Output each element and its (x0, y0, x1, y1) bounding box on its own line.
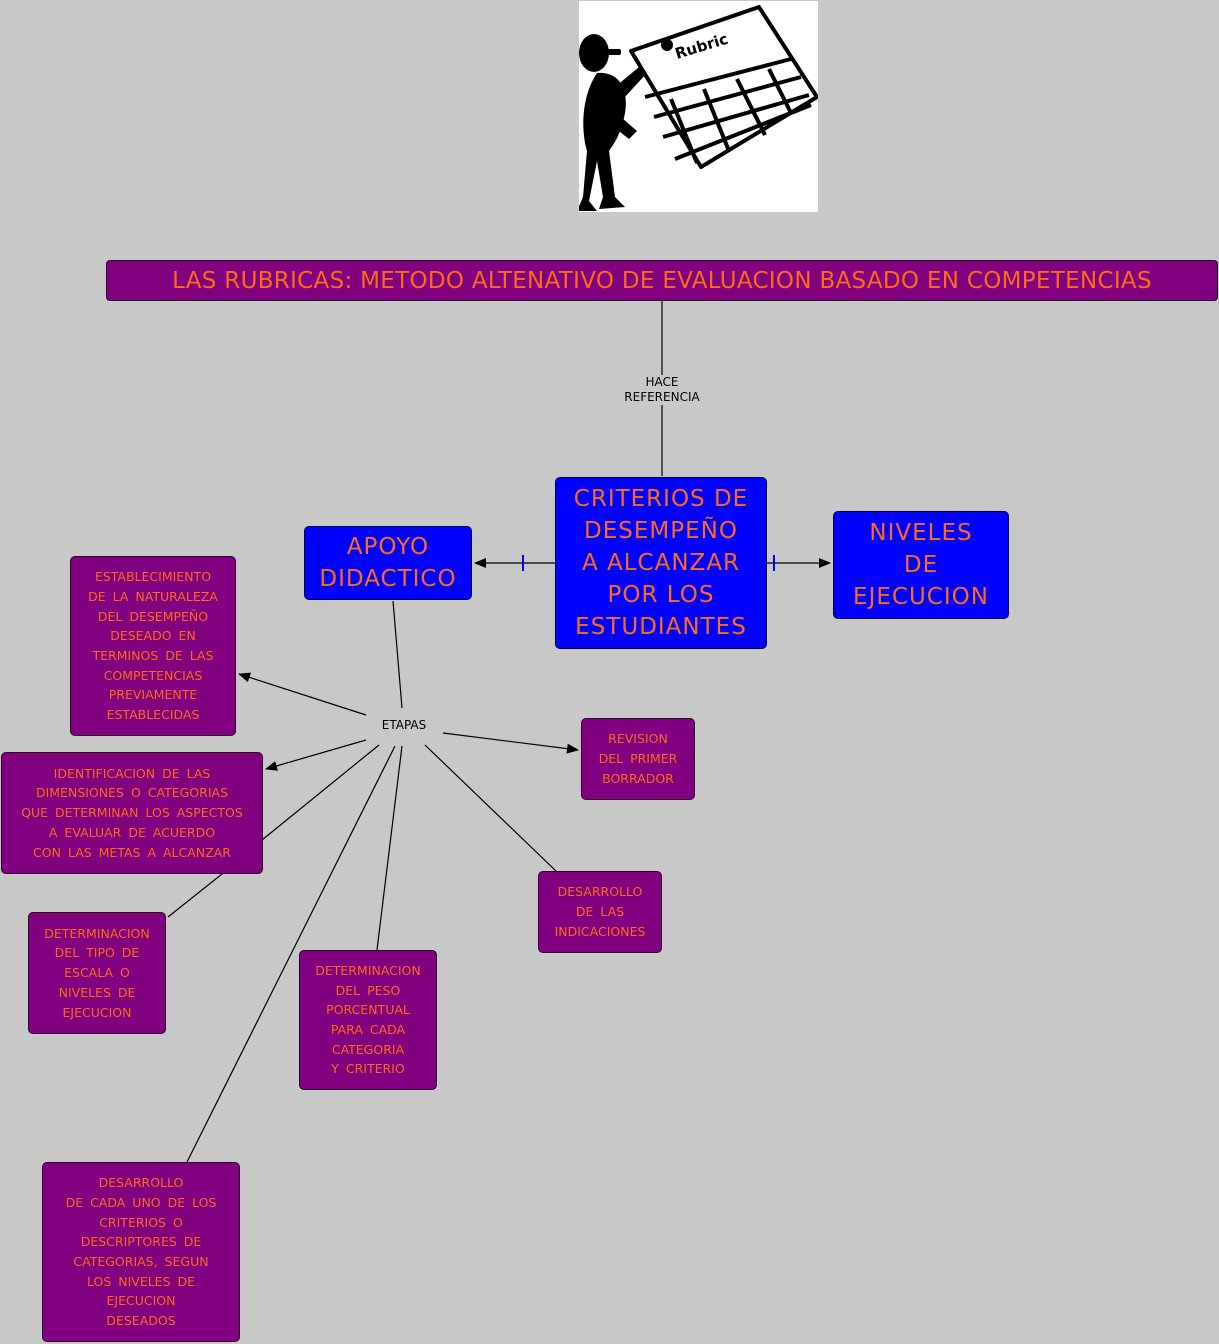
edge-etapas-desarrollo-criterios (186, 745, 396, 1163)
edge-etapas-indicaciones (424, 744, 557, 872)
stage-desarrollo-indicaciones: DESARROLLO DE LAS INDICACIONES (538, 871, 662, 953)
stage-revision-borrador: REVISION DEL PRIMER BORRADOR (581, 718, 695, 800)
stage-tipo-escala: DETERMINACION DEL TIPO DE ESCALA O NIVEL… (28, 912, 166, 1034)
link-label-etapas: ETAPAS (368, 718, 440, 733)
edge-etapas-peso (376, 745, 403, 951)
edge-etapas-establecimiento (238, 672, 367, 716)
stage-desarrollo-criterios: DESARROLLO DE CADA UNO DE LOS CRITERIOS … (42, 1162, 240, 1342)
edge-etapas-identificacion (265, 739, 367, 771)
edge-apoyo-etapas (392, 600, 403, 709)
stage-establecimiento: ESTABLECIMIENTO DE LA NATURALEZA DEL DES… (70, 556, 236, 736)
rubric-figure-icon: Rubric (577, 5, 819, 211)
concept-title: LAS RUBRICAS: METODO ALTENATIVO DE EVALU… (106, 260, 1218, 301)
concept-apoyo-didactico: APOYO DIDACTICO (304, 526, 472, 600)
concept-criterios-desempeno: CRITERIOS DE DESEMPEÑO A ALCANZAR POR LO… (555, 477, 767, 649)
edge-etapas-revision (442, 732, 579, 754)
concept-niveles-ejecucion: NIVELES DE EJECUCION (833, 511, 1009, 619)
rubric-clipart-image: Rubric (577, 1, 819, 212)
stage-peso-porcentual: DETERMINACION DEL PESO PORCENTUAL PARA C… (299, 950, 437, 1090)
link-label-hace-referencia: HACE REFERENCIA (618, 375, 706, 405)
stage-identificacion: IDENTIFICACION DE LAS DIMENSIONES O CATE… (1, 752, 263, 874)
